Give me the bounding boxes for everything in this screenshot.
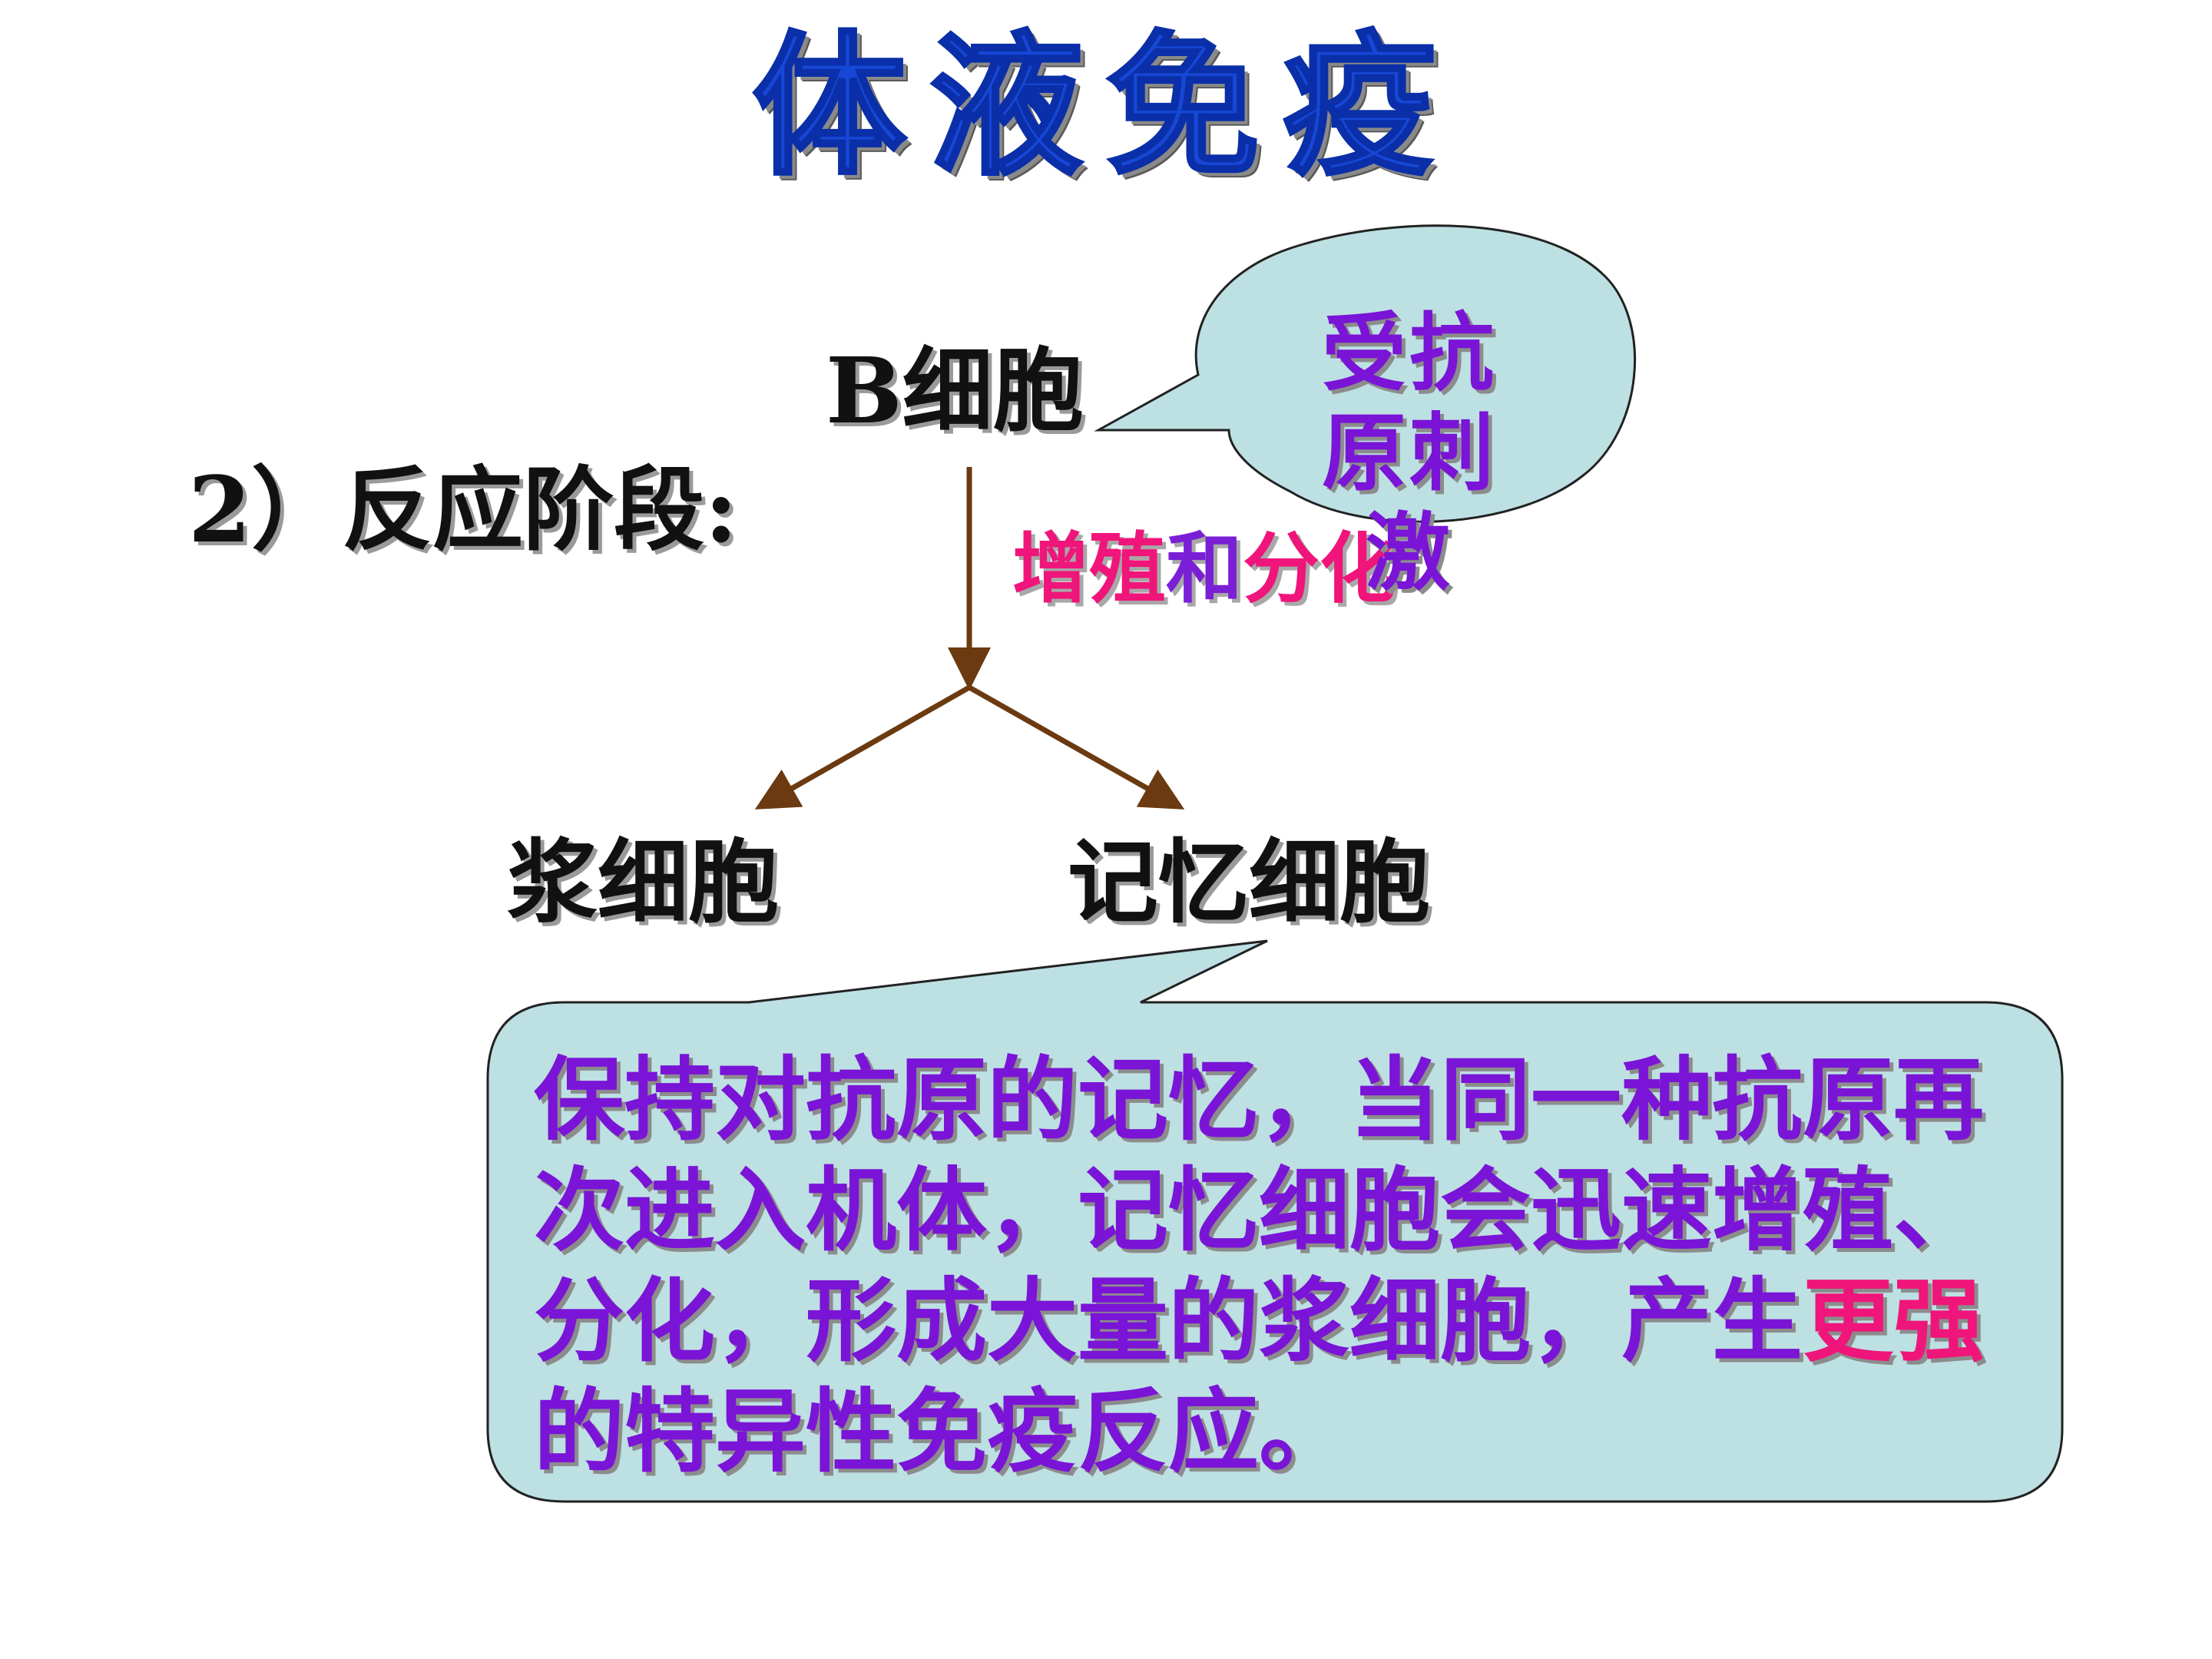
- stimulus-callout-text: 受抗原刺激: [1322, 303, 1497, 602]
- memory-callout-end: 的特异性免疫反应。: [534, 1377, 1350, 1485]
- arrow-to-memory: [968, 684, 1185, 810]
- arrow-label-differentiation: 分化: [1243, 523, 1396, 614]
- arrow-label-conjunction: 和: [1166, 523, 1243, 614]
- memory-cell-label: 记忆细胞: [1068, 829, 1431, 935]
- stage-label: 2）反应阶段:: [188, 456, 738, 563]
- arrow-label: 增殖和分化: [1012, 530, 1396, 607]
- arrow-to-plasma: [754, 684, 971, 810]
- memory-callout-main: 保持对抗原的记忆，当同一种抗原再次进入机体，记忆细胞会迅速增殖、分化，形成大量的…: [534, 1046, 1985, 1374]
- arrow-label-proliferation: 增殖: [1012, 523, 1166, 614]
- plasma-cell-label: 浆细胞: [507, 829, 780, 935]
- b-cell-label: B细胞: [826, 337, 1084, 444]
- memory-callout-shape: [486, 939, 2064, 1503]
- memory-callout-text: 保持对抗原的记忆，当同一种抗原再次进入机体，记忆细胞会迅速增殖、分化，形成大量的…: [534, 1045, 2039, 1487]
- stimulus-callout-shape: [1094, 224, 1637, 523]
- memory-callout-emphasis: 更强: [1803, 1267, 1985, 1374]
- slide-title: 体液免疫: [751, 18, 1459, 197]
